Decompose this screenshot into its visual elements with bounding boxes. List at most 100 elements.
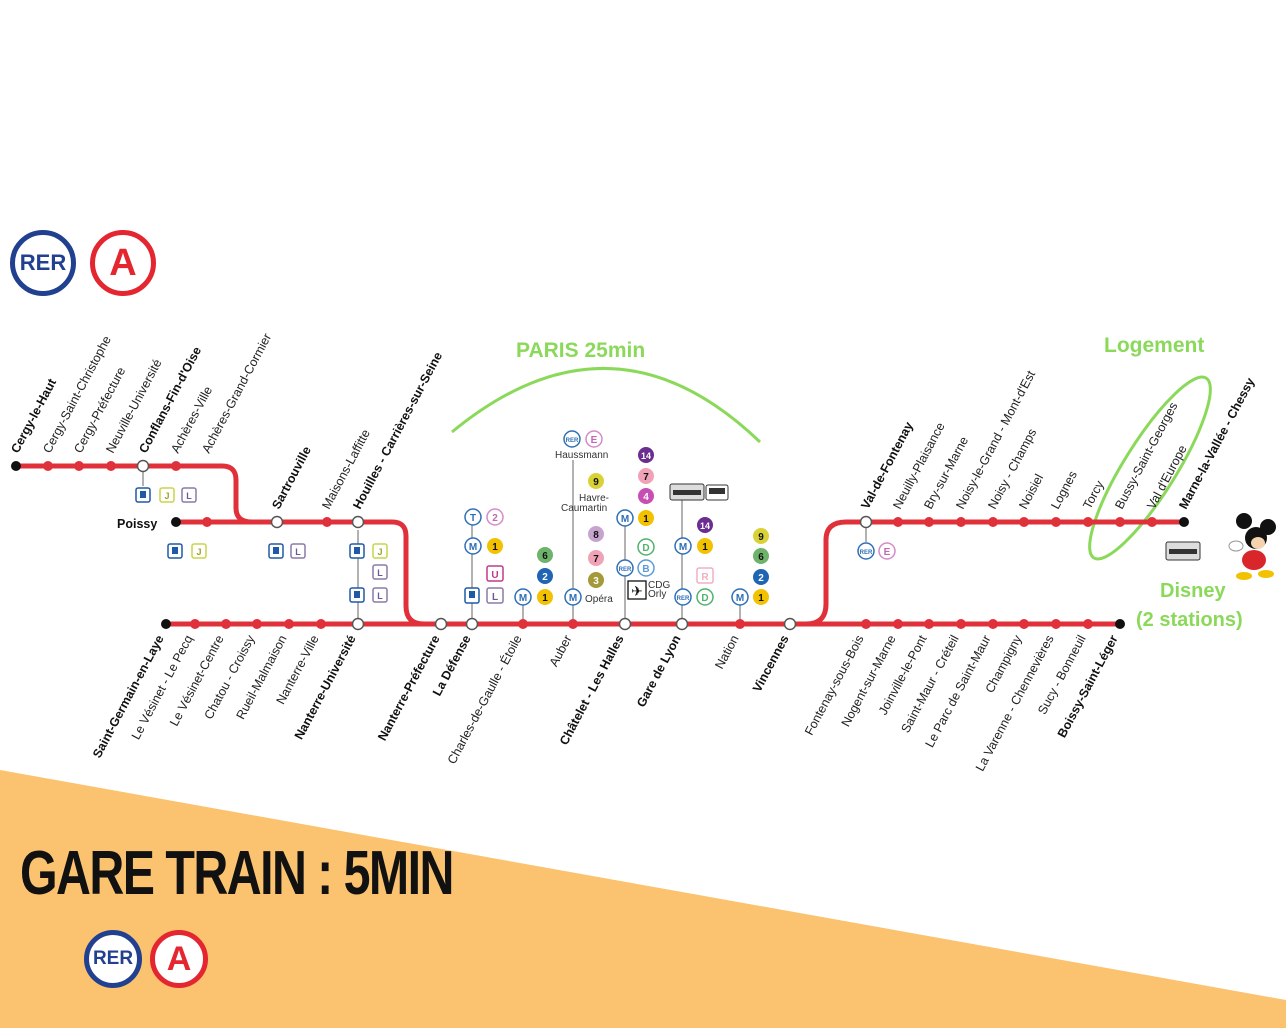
station-label: Gare de Lyon <box>634 633 684 710</box>
labels-west: Saint-Germain-en-Laye Le Vésinet - Le Pe… <box>90 632 359 760</box>
svg-text:2: 2 <box>492 513 498 524</box>
station-label: Lognes <box>1048 469 1080 512</box>
svg-text:RER: RER <box>677 596 690 602</box>
svg-text:✈: ✈ <box>631 583 643 599</box>
svg-text:RER: RER <box>619 567 632 573</box>
line-a-logo-text: A <box>109 241 137 284</box>
chessy-tgv-icon <box>1165 541 1201 561</box>
auber-connections: RER E Haussmann 9 Havre- Caumartin 8 7 3… <box>555 430 613 606</box>
station-label: Torcy <box>1080 478 1107 512</box>
rer-logo-icon: RER <box>10 230 76 296</box>
svg-text:L: L <box>377 568 383 578</box>
footer-title: GARE TRAIN : 5MIN <box>20 839 454 908</box>
labels-trunk: Nanterre-Préfecture La Défense Charles-d… <box>375 632 792 766</box>
station-label: Vincennes <box>750 633 792 695</box>
svg-text:J: J <box>196 547 201 557</box>
svg-text:4: 4 <box>643 492 649 503</box>
logement-annotation: Logement <box>1104 334 1204 357</box>
svg-text:B: B <box>642 564 649 575</box>
svg-text:L: L <box>186 491 192 501</box>
station-label: Boissy-Saint-Léger <box>1055 633 1121 740</box>
svg-text:6: 6 <box>542 551 548 562</box>
la-defense-connections: T 2 M 1 U L <box>464 508 504 604</box>
svg-text:7: 7 <box>593 554 599 565</box>
paris-arc <box>451 367 762 444</box>
svg-text:D: D <box>642 543 649 554</box>
orly-label: Orly <box>648 589 666 600</box>
svg-text:RER: RER <box>566 438 579 444</box>
sartrouville-connections: L <box>268 543 306 559</box>
svg-text:2: 2 <box>758 573 764 584</box>
havre-label: Havre- <box>579 493 609 504</box>
station-label: Noisiel <box>1016 472 1046 512</box>
houilles-connections: J L L <box>349 543 388 603</box>
footer-line-a-logo-text: A <box>166 939 192 978</box>
svg-text:L: L <box>492 592 498 603</box>
poissy-connections: J <box>167 543 207 559</box>
station-label: Nation <box>712 633 741 672</box>
conflans-connections: J L <box>135 487 197 503</box>
station-label: Marne-la-Vallée - Chessy <box>1176 375 1257 511</box>
opera-label: Opéra <box>585 594 613 605</box>
airport-icon <box>627 580 647 600</box>
svg-text:6: 6 <box>758 552 764 563</box>
svg-text:M: M <box>519 593 527 604</box>
svg-text:7: 7 <box>643 472 649 483</box>
labels-boissy: Fontenay-sous-Bois Nogent-sur-Marne Join… <box>802 632 1121 773</box>
cdg-etoile-connections: 6 2 M 1 <box>514 547 553 606</box>
station-label: Saint-Maur - Créteil <box>898 633 961 735</box>
cdg-label: CDG <box>648 580 670 591</box>
mickey-icon <box>1228 513 1276 580</box>
footer-band <box>0 770 1286 1028</box>
svg-text:1: 1 <box>758 593 764 604</box>
caumartin-label: Caumartin <box>561 503 607 514</box>
labels-cergy: Cergy-le-Haut Cergy-Saint-Christophe Cer… <box>8 331 274 455</box>
labels-poissy: Poissy Sartrouville Maisons-Laffitte Hou… <box>117 350 445 531</box>
svg-text:J: J <box>164 491 169 501</box>
station-dots <box>11 459 1189 631</box>
nation-connections: 9 6 2 M 1 <box>731 528 769 606</box>
disney-annotation: Disney <box>1160 580 1226 602</box>
paris-annotation: PARIS 25min <box>516 339 645 362</box>
station-label-poissy: Poissy <box>117 517 157 531</box>
svg-text:E: E <box>591 435 598 446</box>
svg-text:9: 9 <box>758 532 764 543</box>
svg-text:14: 14 <box>700 521 710 531</box>
svg-text:M: M <box>469 542 477 553</box>
rer-logo-text: RER <box>19 250 67 275</box>
station-label: Auber <box>547 633 575 669</box>
header-logos: RER A <box>10 230 156 296</box>
svg-text:E: E <box>884 547 891 558</box>
haussmann-label: Haussmann <box>555 450 608 461</box>
line-a-logo-icon: A <box>90 230 156 296</box>
svg-text:M: M <box>569 593 577 604</box>
svg-text:9: 9 <box>593 477 599 488</box>
svg-text:14: 14 <box>641 451 651 461</box>
footer-line-a-logo-icon: A <box>150 930 208 988</box>
svg-text:T: T <box>470 513 476 524</box>
svg-text:1: 1 <box>643 514 649 525</box>
gare-de-lyon-connections: 14 M 1 R RER D <box>669 483 729 606</box>
svg-text:L: L <box>377 591 383 601</box>
station-label: Sartrouville <box>269 444 314 511</box>
chatelet-connections: 14 7 4 M 1 D RER B ✈ CDG Orly <box>616 447 670 600</box>
svg-text:1: 1 <box>492 542 498 553</box>
svg-text:8: 8 <box>593 530 599 541</box>
labels-chessy: Val-de-Fontenay Neuilly-Plaisance Bry-su… <box>858 368 1257 511</box>
footer-rer-logo-text: RER <box>92 948 134 969</box>
svg-text:1: 1 <box>702 542 708 553</box>
svg-text:U: U <box>491 570 498 581</box>
svg-text:M: M <box>736 593 744 604</box>
svg-text:RER: RER <box>860 550 873 556</box>
disney-stations-annotation: (2 stations) <box>1136 609 1243 631</box>
svg-text:R: R <box>701 572 709 583</box>
val-de-fontenay-connections: RER E <box>857 542 896 560</box>
logement-ellipse <box>1088 375 1212 561</box>
station-label: Fontenay-sous-Bois <box>802 633 867 738</box>
svg-text:1: 1 <box>542 593 548 604</box>
svg-text:J: J <box>377 547 382 557</box>
svg-text:D: D <box>701 593 708 604</box>
svg-text:M: M <box>679 542 687 553</box>
svg-text:L: L <box>295 547 301 557</box>
